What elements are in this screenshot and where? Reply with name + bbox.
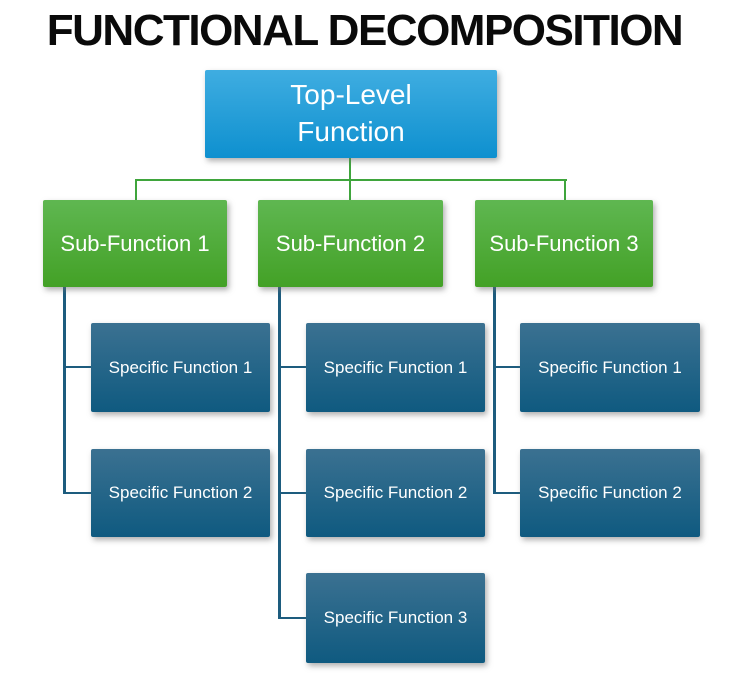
col3-specific-function-1-label: Specific Function 1 [538, 357, 682, 377]
col1-specific-function-2-box: Specific Function 2 [91, 449, 270, 537]
connector-col2-stub1 [278, 366, 306, 368]
connector-drop-sub3 [564, 179, 566, 200]
col3-specific-function-1-box: Specific Function 1 [520, 323, 700, 412]
connector-top-vertical [349, 157, 351, 200]
top-level-function-label: Top-Level Function [290, 79, 412, 147]
col2-specific-function-1-box: Specific Function 1 [306, 323, 485, 412]
col2-specific-function-3-label: Specific Function 3 [323, 608, 468, 627]
connector-col2-stub2 [278, 492, 306, 494]
sub-function-1-label: Sub-Function 1 [60, 230, 210, 256]
sub-function-2-box: Sub-Function 2 [258, 200, 443, 287]
col1-specific-function-2-label: Specific Function 2 [108, 483, 253, 502]
col2-specific-function-2-box: Specific Function 2 [306, 449, 485, 537]
col2-specific-function-1-label: Specific Function 1 [323, 357, 468, 377]
sub-function-2-label: Sub-Function 2 [275, 230, 426, 256]
connector-col1-vertical [63, 287, 66, 494]
connector-col3-stub2 [493, 492, 520, 494]
connector-drop-sub1 [135, 179, 137, 200]
sub-function-3-label: Sub-Function 3 [489, 230, 639, 256]
sub-function-1-box: Sub-Function 1 [43, 200, 227, 287]
col2-specific-function-2-label: Specific Function 2 [323, 483, 468, 502]
connector-col3-vertical [493, 287, 496, 494]
connector-col2-vertical [278, 287, 281, 619]
col1-specific-function-1-label: Specific Function 1 [108, 357, 253, 377]
diagram-title: FUNCTIONAL DECOMPOSITION [46, 6, 684, 55]
connector-col1-stub1 [63, 366, 91, 368]
col3-specific-function-2-label: Specific Function 2 [538, 483, 682, 502]
col2-specific-function-3-box: Specific Function 3 [306, 573, 485, 663]
sub-function-3-box: Sub-Function 3 [475, 200, 653, 287]
connector-top-horizontal [136, 179, 567, 181]
connector-col3-stub1 [493, 366, 520, 368]
col3-specific-function-2-box: Specific Function 2 [520, 449, 700, 537]
col1-specific-function-1-box: Specific Function 1 [91, 323, 270, 412]
connector-col1-stub2 [63, 492, 91, 494]
connector-col2-stub3 [278, 617, 306, 619]
top-level-function-box: Top-Level Function [205, 70, 497, 158]
